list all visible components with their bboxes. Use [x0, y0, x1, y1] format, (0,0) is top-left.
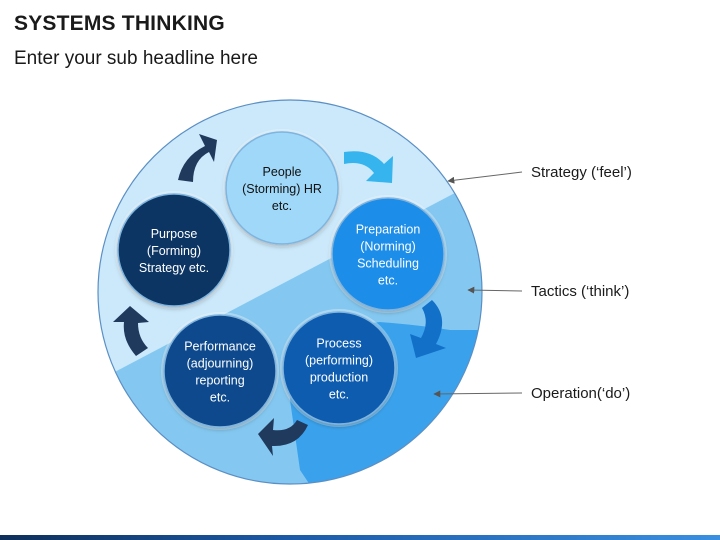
node-performance-circle [163, 314, 277, 428]
outer-circle-outline [97, 99, 483, 485]
node-purpose-text: Strategy etc. [139, 261, 209, 275]
page-subtitle: Enter your sub headline here [14, 48, 258, 69]
cycle-nodes: People (Storming) HR etc. Preparation (Normi… [115, 129, 447, 430]
node-preparation-circle [331, 197, 445, 311]
node-preparation-text: etc. [378, 274, 398, 288]
node-process-text: (performing) [305, 354, 373, 368]
arrow-people-to-preparation [344, 151, 393, 183]
node-process-text: Process [316, 337, 361, 351]
node-preparation-text: (Norming) [360, 240, 416, 254]
node-process-text: etc. [329, 388, 349, 402]
strategy-label: Strategy (‘feel’) [531, 164, 632, 181]
operation-label: Operation(‘do’) [531, 385, 631, 402]
node-preparation: Preparation (Norming) Scheduling etc. [329, 195, 447, 313]
node-purpose: Purpose (Forming) Strategy etc. [115, 191, 233, 309]
node-people-text: People [263, 165, 302, 179]
tactics-leader-line [467, 286, 523, 294]
arrow-process-to-performance [258, 418, 308, 456]
operation-leader-line [433, 390, 523, 398]
bottom-accent-bar [0, 535, 720, 540]
arrow-purpose-to-people [178, 134, 217, 182]
node-performance-text: reporting [195, 374, 244, 388]
node-people-circle [225, 131, 339, 245]
node-performance-text: Performance [184, 340, 256, 354]
node-purpose-text: Purpose [151, 227, 198, 241]
node-performance-text: etc. [210, 391, 230, 405]
node-purpose-circle [117, 193, 231, 307]
node-process-text: production [310, 371, 368, 385]
node-process: Process (performing) production etc. [280, 309, 398, 427]
arrow-performance-to-purpose [113, 306, 149, 356]
node-preparation-text: Scheduling [357, 257, 419, 271]
page-title: SYSTEMS THINKING [14, 12, 225, 35]
node-purpose-text: (Forming) [147, 244, 201, 258]
node-performance: Performance (adjourning) reporting etc. [161, 312, 279, 430]
node-process-circle [282, 311, 396, 425]
tactics-label: Tactics (‘think’) [531, 283, 630, 300]
node-performance-text: (adjourning) [187, 357, 254, 371]
node-people-text: etc. [272, 199, 292, 213]
node-preparation-text: Preparation [356, 223, 421, 237]
node-people: People (Storming) HR etc. [223, 129, 341, 247]
node-people-text: (Storming) HR [242, 182, 322, 196]
strategy-leader-line [447, 171, 523, 184]
arrow-preparation-to-process [410, 300, 446, 358]
